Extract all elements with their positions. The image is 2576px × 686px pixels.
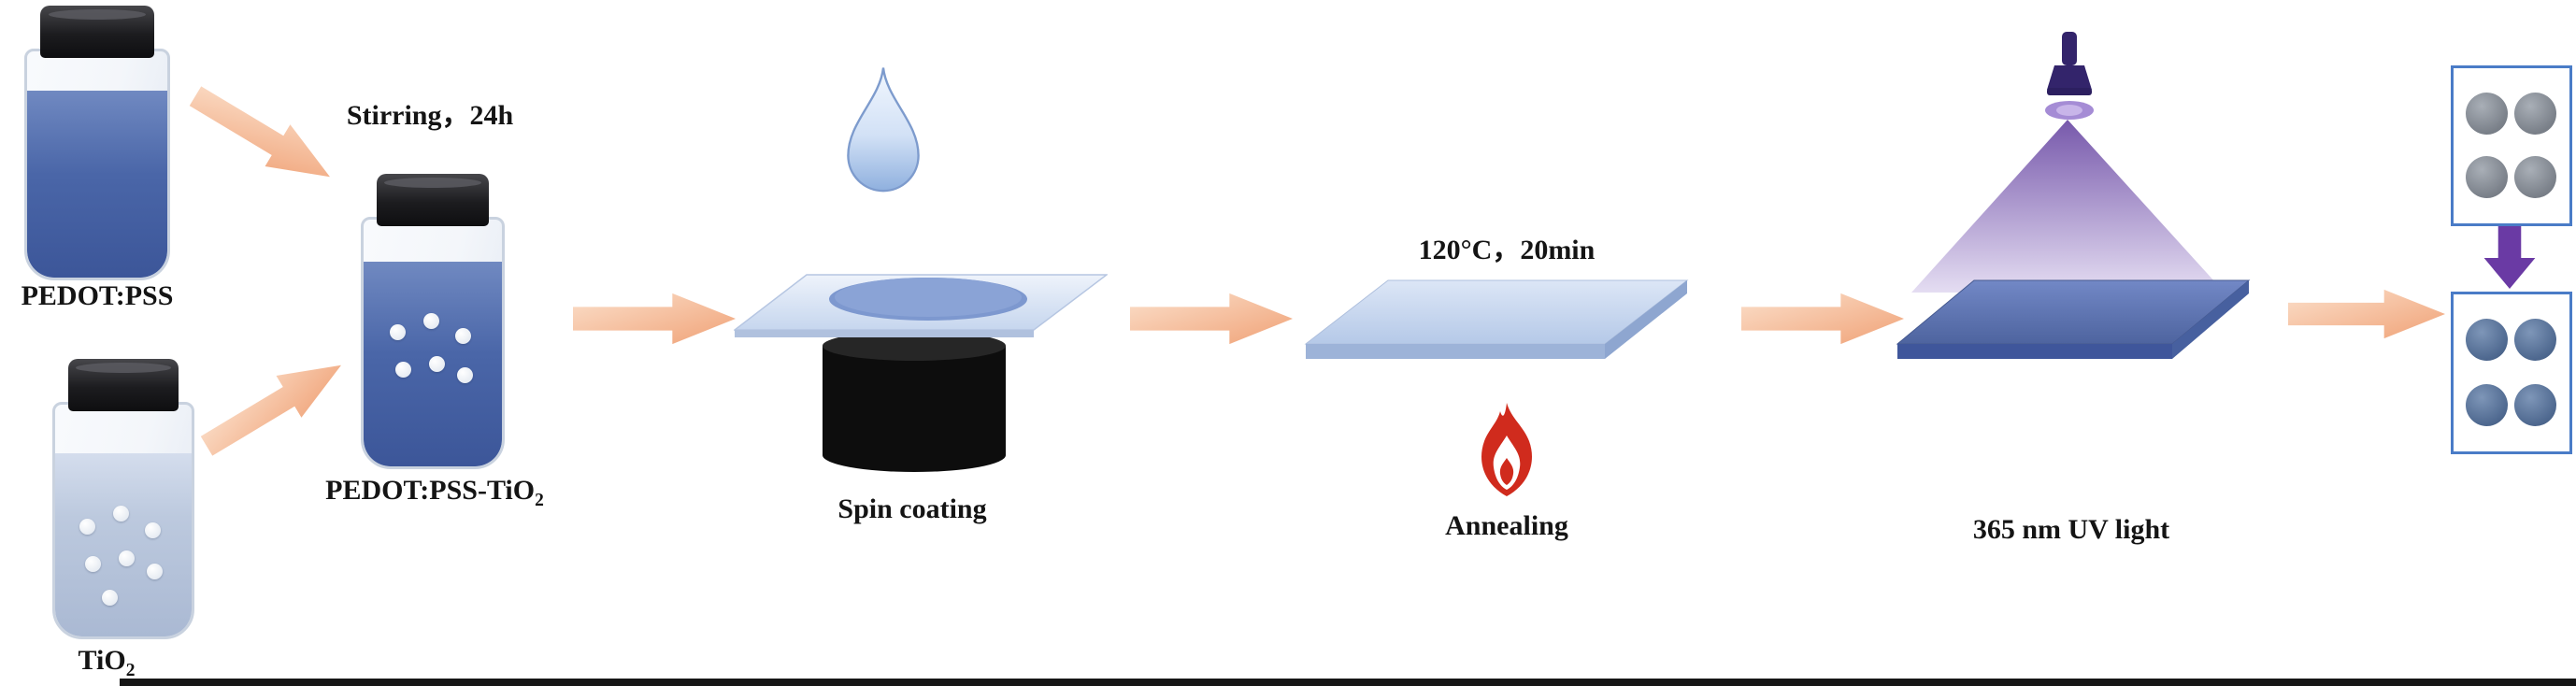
- label-mixed-solution: PEDOT:PSS-TiO2: [325, 475, 544, 510]
- droplet-icon: [847, 67, 920, 193]
- uv-lamp-icon: [2045, 32, 2094, 120]
- vial-cap: [40, 6, 154, 58]
- mixed-particle: [455, 328, 471, 344]
- label-annealing-condition: 120°C，20min: [1418, 235, 1596, 265]
- tio2-particle: [147, 564, 163, 579]
- tio2-particle: [119, 550, 135, 566]
- pedot-liquid: [27, 91, 167, 278]
- sample-dot: [2466, 156, 2508, 198]
- label-annealing: Annealing: [1445, 510, 1568, 541]
- label-uv-light: 365 nm UV light: [1972, 514, 2170, 545]
- label-pedot-pss: PEDOT:PSS: [21, 280, 174, 311]
- sample-dot: [2466, 384, 2508, 426]
- tio2-particle: [79, 519, 95, 535]
- mixed-particle: [395, 362, 411, 378]
- arrow-mix-from-pedot: [189, 86, 331, 178]
- sample-box-after-uv: [2451, 292, 2572, 454]
- spin-coater-chuck: [823, 331, 1006, 472]
- uv-substrate: [1896, 279, 2251, 359]
- flame-icon: [1481, 403, 1532, 496]
- sample-dot: [2466, 93, 2508, 135]
- tio2-particle: [85, 556, 101, 572]
- mixed-particle: [429, 356, 445, 372]
- tio2-particle: [145, 522, 161, 538]
- arrow-mix-from-tio2: [200, 364, 342, 456]
- mixed-particle: [390, 324, 406, 340]
- tio2-particle: [102, 590, 118, 606]
- label-spin-coating: Spin coating: [837, 493, 987, 524]
- label-stirring: Stirring，24h: [346, 100, 514, 131]
- vial-body: [361, 217, 505, 469]
- sample-dot: [2514, 156, 2556, 198]
- sample-dot: [2514, 319, 2556, 361]
- vial-body: [24, 49, 170, 280]
- vial-pedot-pss: [24, 6, 170, 280]
- vial-cap: [67, 359, 179, 411]
- mixed-particle: [423, 313, 439, 329]
- sample-dot: [2514, 384, 2556, 426]
- uv-light-cone: [1911, 120, 2225, 293]
- tio2-liquid: [55, 453, 192, 636]
- sample-box-before-uv: [2451, 65, 2572, 226]
- sample-dot: [2514, 93, 2556, 135]
- arrow-down-between-samples: [2483, 226, 2536, 290]
- arrow-to-samples: [2288, 289, 2445, 339]
- annealing-substrate: [1304, 279, 1689, 359]
- arrow-to-annealing: [1130, 293, 1293, 345]
- vial-cap: [376, 174, 490, 226]
- vial-body: [52, 402, 194, 639]
- sample-dot: [2466, 319, 2508, 361]
- mixed-particle: [457, 367, 473, 383]
- vial-mixed-solution: [361, 174, 505, 469]
- figure-bottom-border: [120, 679, 2576, 686]
- tio2-particle: [113, 506, 129, 522]
- vial-tio2: [52, 359, 194, 639]
- label-tio2: TiO2: [78, 645, 136, 680]
- arrow-to-uv: [1741, 293, 1904, 345]
- arrow-to-spin-coating: [573, 293, 736, 345]
- spin-substrate: [734, 274, 1108, 337]
